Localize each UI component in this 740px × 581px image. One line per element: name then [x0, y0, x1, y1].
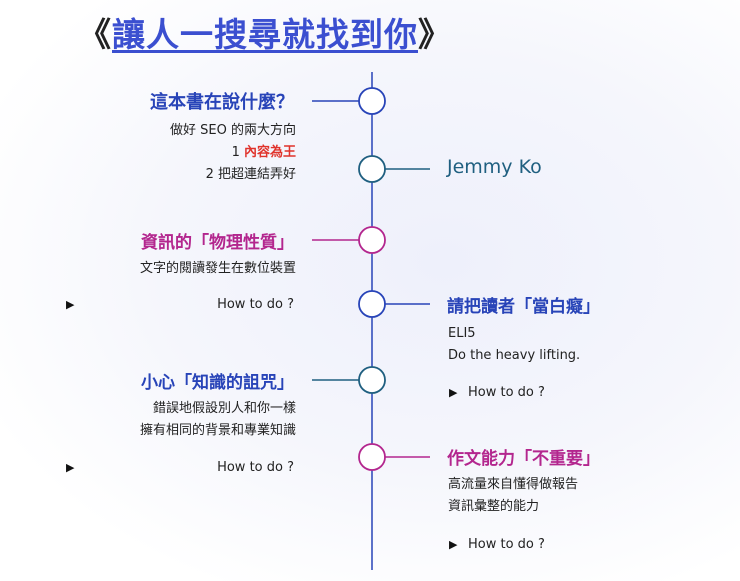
s2-line1: 文字的閱讀發生在數位裝置: [139, 261, 296, 276]
s4-line1: 錯誤地假設別人和你一樣: [152, 401, 296, 416]
s3-toggle-icon[interactable]: ▶: [449, 386, 458, 399]
node-s2: [358, 226, 386, 254]
title-open-bracket: 《: [78, 15, 112, 54]
s4-line2: 擁有相同的背景和專業知識: [139, 423, 296, 438]
s5-line2: 資訊彙整的能力: [448, 499, 540, 514]
s1-line1: 做好 SEO 的兩大方向: [170, 123, 296, 138]
s2-howto-link[interactable]: How to do ?: [217, 297, 294, 312]
s2-toggle-icon[interactable]: ▶: [66, 298, 75, 311]
node-s4: [358, 366, 386, 394]
s1-heading: 這本書在說什麼？: [150, 92, 294, 113]
s3-line2: Do the heavy lifting.: [448, 348, 581, 363]
node-s3: [358, 290, 386, 318]
s5-toggle-icon[interactable]: ▶: [449, 538, 458, 551]
s5-howto-link[interactable]: How to do ?: [468, 537, 545, 552]
node-s1: [358, 87, 386, 115]
s4-heading: 小心「知識的詛咒」: [141, 373, 294, 393]
s1-line2-num: 1: [231, 145, 244, 160]
s1-line2: 1 內容為王: [170, 142, 296, 164]
s3-body: ELI5 Do the heavy lifting.: [448, 323, 580, 367]
node-author: [358, 155, 386, 183]
s4-toggle-icon[interactable]: ▶: [66, 461, 75, 474]
title-text[interactable]: 讓人一搜尋就找到你: [112, 15, 418, 54]
page-title: 《讓人一搜尋就找到你》: [78, 8, 452, 56]
s3-line1: ELI5: [448, 326, 476, 341]
s3-heading: 請把讀者「當白癡」: [447, 297, 600, 317]
node-s5: [358, 443, 386, 471]
s5-line1: 高流量來自懂得做報告: [448, 477, 579, 492]
s5-body: 高流量來自懂得做報告 資訊彙整的能力: [448, 474, 578, 518]
title-close-bracket: 》: [418, 15, 452, 54]
s1-body: 做好 SEO 的兩大方向 1 內容為王 2 把超連結弄好: [170, 120, 296, 186]
s5-heading: 作文能力「不重要」: [447, 449, 600, 469]
s2-heading: 資訊的「物理性質」: [141, 233, 294, 253]
s1-line2-emph: 內容為王: [243, 145, 296, 160]
s4-body: 錯誤地假設別人和你一樣 擁有相同的背景和專業知識: [140, 398, 296, 442]
s3-howto-link[interactable]: How to do ?: [468, 385, 545, 400]
s4-howto-link[interactable]: How to do ?: [217, 460, 294, 475]
author-name: Jemmy Ko: [447, 156, 542, 178]
s1-line3: 2 把超連結弄好: [205, 167, 296, 182]
